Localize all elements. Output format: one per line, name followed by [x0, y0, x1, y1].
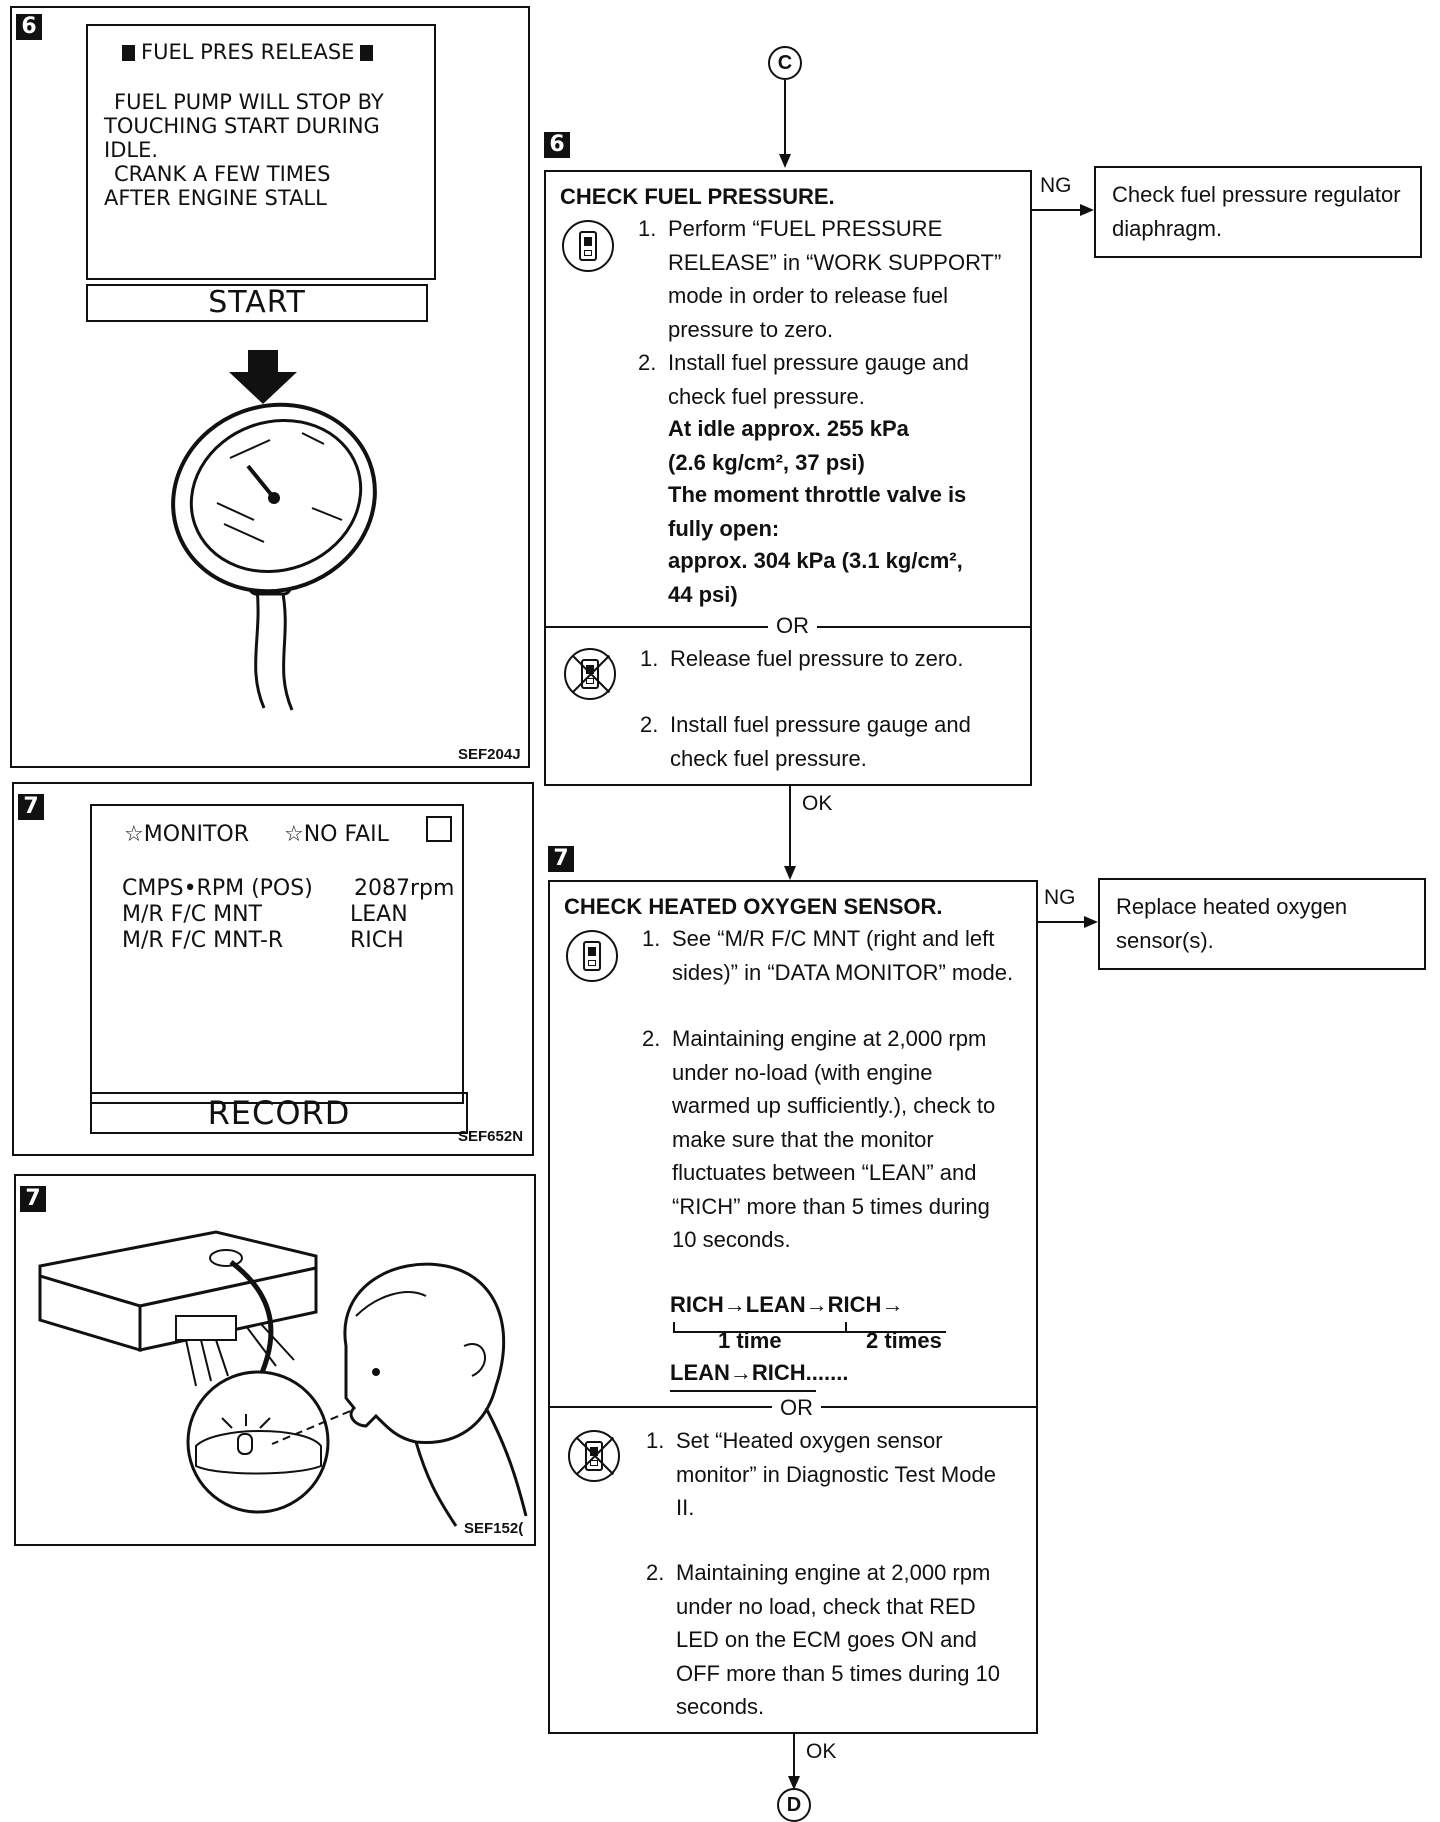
step-title: CHECK HEATED OXYGEN SENSOR.: [564, 894, 943, 919]
monitor-item-value: 2087rpm: [354, 876, 455, 901]
gauge-needle: [246, 464, 276, 500]
ng-label: NG: [1044, 886, 1076, 909]
step-text: Release fuel pressure to zero.: [670, 646, 964, 671]
record-button[interactable]: RECORD: [90, 1092, 468, 1134]
monitor-item-value: LEAN: [350, 902, 408, 927]
cycle-count: 2 times: [866, 1328, 942, 1353]
connector-d: D: [777, 1788, 811, 1822]
monitor-item-name: CMPS•RPM (POS): [122, 876, 313, 901]
screen-line: FUEL PUMP WILL STOP BY: [114, 90, 384, 114]
step-number: 1.: [646, 1428, 665, 1453]
nofail-label: ☆NO FAIL: [284, 822, 389, 847]
ok-label: OK: [806, 1740, 837, 1763]
check-oxygen-sensor-box: CHECK HEATED OXYGEN SENSOR. 1. See “M/R …: [548, 880, 1038, 1734]
led-spot: [209, 1249, 243, 1267]
instruction-step: 2. Maintaining engine at 2,000 rpm under…: [646, 1556, 1016, 1724]
check-fuel-pressure-box: CHECK FUEL PRESSURE. 1. Perform “FUEL PR…: [544, 170, 1032, 786]
monitor-item-name: M/R F/C MNT-R: [122, 928, 284, 953]
step-number: 2.: [646, 1560, 665, 1585]
square-icon: [360, 45, 374, 61]
screen-line: TOUCHING START DURING: [104, 114, 380, 138]
square-icon: [122, 45, 135, 61]
step-badge: 6: [16, 14, 42, 40]
gauge-hose: [254, 587, 294, 711]
consult-screen: FUEL PRES RELEASE FUEL PUMP WILL STOP BY…: [86, 24, 436, 280]
figure-code: SEF652N: [458, 1128, 524, 1145]
instruction-step: 1. Release fuel pressure to zero.: [640, 642, 1020, 676]
pressure-gauge-illustration: [171, 350, 377, 711]
figure-code: SEF152(: [464, 1520, 524, 1537]
data-monitor-figure: 7 ☆MONITOR ☆NO FAIL CMPS•RPM (POS) 2087r…: [12, 782, 534, 1156]
instruction-step: 1. Perform “FUEL PRESSURE RELEASE” in “W…: [638, 212, 1018, 346]
screen-line: CRANK A FEW TIMES: [114, 162, 331, 186]
spec-line: fully open:: [668, 516, 780, 541]
step-text: See “M/R F/C MNT (right and left sides)”…: [672, 926, 1014, 985]
screen-title-text: FUEL PRES RELEASE: [141, 40, 355, 64]
or-label: OR: [772, 1396, 821, 1420]
monitor-item-value: RICH: [350, 928, 404, 953]
step-title: CHECK FUEL PRESSURE.: [560, 184, 835, 209]
step-text: Perform “FUEL PRESSURE RELEASE” in “WORK…: [668, 216, 1002, 342]
spec-line: approx. 304 kPa (3.1 kg/cm²,: [668, 548, 963, 573]
monitor-screen: ☆MONITOR ☆NO FAIL CMPS•RPM (POS) 2087rpm…: [90, 804, 464, 1104]
start-button[interactable]: START: [86, 284, 428, 322]
instruction-step: 2. Maintaining engine at 2,000 rpm under…: [642, 1022, 1008, 1257]
nofail-checkbox[interactable]: [426, 816, 452, 842]
ng-action-text: Replace heated oxygen sensor(s).: [1116, 894, 1348, 953]
monitor-label: ☆MONITOR: [124, 822, 250, 847]
spec-line: The moment throttle valve is: [668, 482, 967, 507]
ng-action-box: Replace heated oxygen sensor(s).: [1098, 878, 1426, 970]
spec-line: At idle approx. 255 kPa: [668, 416, 909, 441]
instruction-step: 2. Install fuel pressure gauge and check…: [640, 708, 1000, 775]
consult-tool-icon: [562, 220, 614, 272]
figure-code: SEF204J: [458, 746, 521, 763]
step-number: 1.: [640, 646, 659, 671]
step-text: Set “Heated oxygen sensor monitor” in Di…: [676, 1428, 996, 1520]
ecm-illustration: [38, 1230, 528, 1527]
cycle-line: LEAN→RICH.......: [670, 1360, 849, 1385]
instruction-step: 2. Install fuel pressure gauge and check…: [638, 346, 1018, 413]
down-arrow-icon: [229, 350, 297, 404]
ng-action-box: Check fuel pressure regulator diaphragm.: [1094, 166, 1422, 258]
step-number: 2.: [640, 712, 659, 737]
no-tool-icon: [564, 648, 616, 700]
instruction-step: 1. Set “Heated oxygen sensor monitor” in…: [646, 1424, 1006, 1525]
cycle-count: 1 time: [718, 1328, 782, 1353]
step-number: 2.: [642, 1026, 661, 1051]
instruction-step: 1. See “M/R F/C MNT (right and left side…: [642, 922, 1028, 989]
step-text: Install fuel pressure gauge and check fu…: [668, 350, 969, 409]
spec-line: 44 psi): [668, 582, 738, 607]
no-tool-icon: [568, 1430, 620, 1482]
step-badge: 7: [18, 794, 44, 820]
step-badge: 7: [20, 1186, 46, 1212]
ecm-led-figure: 7 SEF152(: [14, 1174, 536, 1546]
person-head: [343, 1262, 506, 1444]
step-number: 2.: [638, 350, 657, 375]
step-badge: 7: [548, 846, 574, 872]
fuel-release-figure: 6 FUEL PRES RELEASE FUEL PUMP WILL STOP …: [10, 6, 530, 768]
monitor-item-name: M/R F/C MNT: [122, 902, 262, 927]
ok-label: OK: [802, 792, 833, 815]
step-number: 1.: [638, 216, 657, 241]
consult-tool-icon: [566, 930, 618, 982]
or-label: OR: [768, 614, 817, 638]
step-badge: 6: [544, 132, 570, 158]
step-text: Maintaining engine at 2,000 rpm under no…: [676, 1560, 1001, 1719]
ng-action-text: Check fuel pressure regulator diaphragm.: [1112, 182, 1401, 241]
cycle-line: RICH→LEAN→RICH→: [670, 1292, 904, 1317]
screen-line: IDLE.: [104, 138, 159, 162]
spec-line: (2.6 kg/cm², 37 psi): [668, 450, 865, 475]
screen-line: AFTER ENGINE STALL: [104, 186, 327, 210]
ng-label: NG: [1040, 174, 1072, 197]
step-number: 1.: [642, 926, 661, 951]
screen-title: FUEL PRES RELEASE: [122, 40, 374, 65]
cycle-brackets: [673, 1322, 946, 1333]
step-text: Install fuel pressure gauge and check fu…: [670, 712, 971, 771]
step-text: Maintaining engine at 2,000 rpm under no…: [672, 1026, 996, 1252]
cycle-underline: [670, 1390, 816, 1392]
connector-c: C: [768, 46, 802, 80]
